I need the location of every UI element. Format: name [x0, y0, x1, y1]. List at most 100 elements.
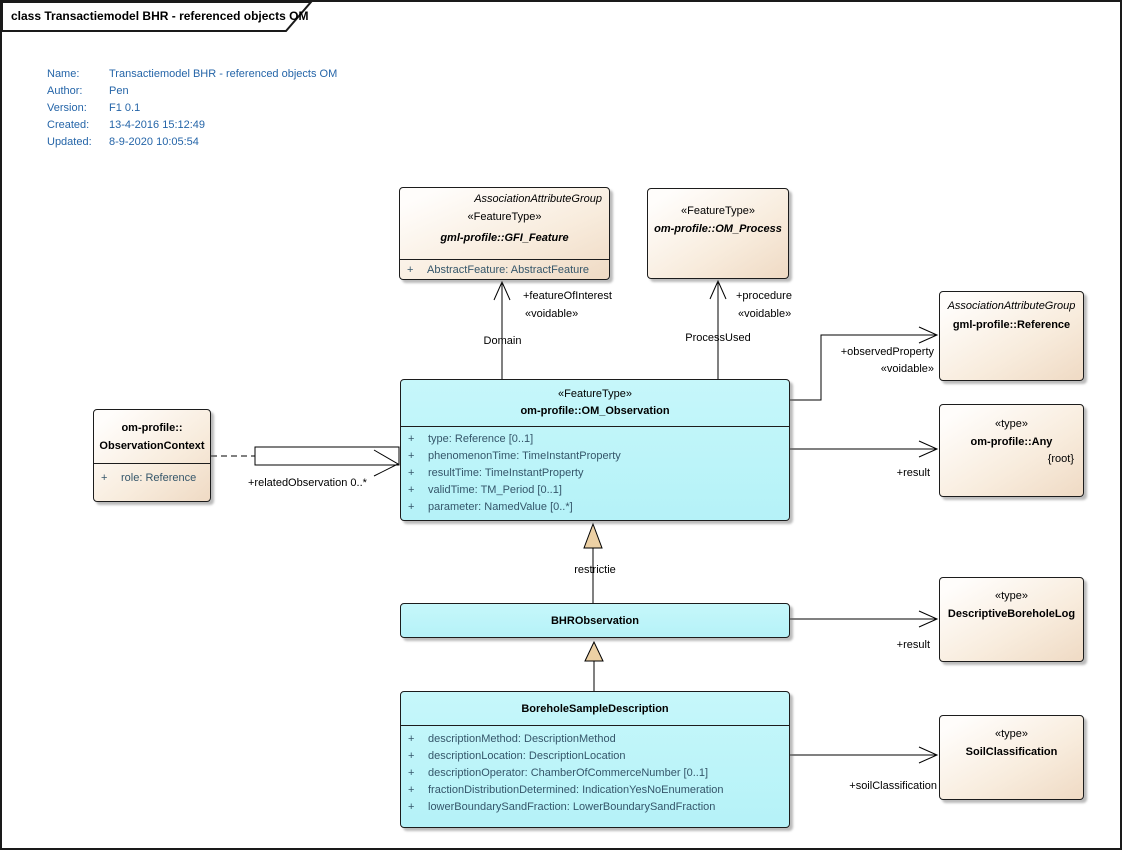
qualifier-box — [254, 446, 400, 466]
attribute-row: + resultTime: TimeInstantProperty — [401, 465, 789, 482]
label-feature-of-interest-stereotype: «voidable» — [525, 308, 579, 320]
class-group-label: AssociationAttributeGroup — [474, 193, 602, 205]
open-arrowhead — [918, 610, 939, 628]
attribute-text: validTime: TM_Period [0..1] — [428, 484, 562, 496]
label-domain: Domain — [483, 335, 522, 347]
metadata-row: Author: Pen — [47, 83, 337, 100]
stereotype-label: «FeatureType» — [681, 205, 755, 217]
metadata-label: Name: — [47, 68, 80, 80]
class-name: ObservationContext — [99, 440, 205, 452]
class-soil-classification[interactable]: «type» SoilClassification — [939, 715, 1084, 800]
attribute-row: + AbstractFeature: AbstractFeature — [400, 262, 609, 279]
connector-observed-property — [790, 326, 939, 401]
generalization-arrowhead — [584, 640, 604, 662]
class-descriptive-borehole-log[interactable]: «type» DescriptiveBoreholeLog — [939, 577, 1084, 662]
attribute-row: + parameter: NamedValue [0..*] — [401, 499, 789, 516]
generalization-borehole — [584, 640, 604, 691]
class-bhr-observation[interactable]: BHRObservation — [400, 603, 790, 638]
connector-procedure — [709, 279, 727, 379]
attribute-text: fractionDistributionDetermined: Indicati… — [428, 784, 724, 796]
class-gfi-feature[interactable]: AssociationAttributeGroup «FeatureType» … — [399, 187, 610, 280]
stereotype-label: «FeatureType» — [558, 388, 632, 400]
attribute-text: resultTime: TimeInstantProperty — [428, 467, 584, 479]
attribute-row: + phenomenonTime: TimeInstantProperty — [401, 448, 789, 465]
frame-tab — [2, 2, 313, 32]
class-om-process[interactable]: «FeatureType» om-profile::OM_Process — [647, 188, 789, 279]
attribute-text: lowerBoundarySandFraction: LowerBoundary… — [428, 801, 716, 813]
visibility-marker: + — [408, 767, 415, 779]
visibility-marker: + — [408, 433, 415, 445]
attribute-text: descriptionOperator: ChamberOfCommerceNu… — [428, 767, 708, 779]
class-name: om-profile:: — [121, 422, 183, 434]
class-name: gml-profile::Reference — [952, 319, 1071, 331]
class-name: om-profile::Any — [970, 436, 1053, 448]
class-name: om-profile::OM_Observation — [520, 405, 670, 417]
stereotype-label: «FeatureType» — [467, 211, 542, 223]
stereotype-label: «type» — [994, 728, 1029, 740]
class-name: BoreholeSampleDescription — [521, 702, 669, 715]
open-arrowhead — [709, 279, 727, 300]
metadata-row: Updated: 8-9-2020 10:05:54 — [47, 134, 337, 151]
class-borehole-sample-description[interactable]: BoreholeSampleDescription + descriptionM… — [400, 691, 790, 828]
metadata-value: 13-4-2016 15:12:49 — [109, 119, 206, 131]
metadata-row: Created: 13-4-2016 15:12:49 — [47, 117, 337, 134]
diagram-title: class Transactiemodel BHR - referenced o… — [11, 9, 309, 23]
class-group-label: AssociationAttributeGroup — [947, 300, 1076, 312]
attribute-text: type: Reference [0..1] — [428, 433, 534, 445]
attribute-text: phenomenonTime: TimeInstantProperty — [428, 450, 621, 462]
class-constraint: {root} — [1047, 453, 1074, 465]
visibility-marker: + — [407, 264, 414, 276]
metadata-label: Author: — [47, 85, 83, 97]
visibility-marker: + — [408, 750, 415, 762]
class-observation-context[interactable]: om-profile:: ObservationContext + role: … — [93, 409, 211, 502]
metadata-row: Version: F1 0.1 — [47, 100, 337, 117]
stereotype-label: «type» — [994, 418, 1029, 430]
class-name: DescriptiveBoreholeLog — [947, 608, 1076, 620]
stereotype-label: «type» — [994, 590, 1029, 602]
label-feature-of-interest-role: +featureOfInterest — [523, 290, 612, 302]
label-restrictie: restrictie — [574, 564, 616, 576]
label-observed-property-stereotype: «voidable» — [880, 363, 934, 375]
visibility-marker: + — [408, 484, 415, 496]
attribute-text: AbstractFeature: AbstractFeature — [427, 264, 590, 276]
open-arrowhead — [493, 280, 511, 301]
class-name: gml-profile::GFI_Feature — [440, 232, 569, 244]
metadata-value: F1 0.1 — [109, 102, 141, 114]
open-arrowhead — [918, 746, 939, 764]
label-result-log: +result — [896, 639, 930, 651]
visibility-marker: + — [408, 784, 415, 796]
visibility-marker: + — [408, 450, 415, 462]
label-observed-property-role: +observedProperty — [840, 346, 934, 358]
connector-result-log — [790, 610, 939, 628]
visibility-marker: + — [408, 801, 415, 813]
generalization-restrictie — [583, 522, 603, 603]
metadata-value: Pen — [109, 85, 129, 97]
connector-feature-of-interest — [493, 280, 511, 379]
attribute-text: role: Reference — [121, 472, 197, 484]
attribute-row: + role: Reference — [94, 470, 210, 487]
class-reference[interactable]: AssociationAttributeGroup gml-profile::R… — [939, 291, 1084, 381]
attribute-row: + descriptionOperator: ChamberOfCommerce… — [401, 765, 789, 782]
class-any[interactable]: «type» om-profile::Any {root} — [939, 404, 1084, 497]
attribute-row: + lowerBoundarySandFraction: LowerBounda… — [401, 799, 789, 816]
metadata-label: Version: — [47, 102, 87, 114]
attribute-row: + type: Reference [0..1] — [401, 431, 789, 448]
metadata-value: Transactiemodel BHR - referenced objects… — [109, 68, 338, 80]
connector-result-any — [790, 440, 939, 458]
class-om-observation[interactable]: «FeatureType» om-profile::OM_Observation… — [400, 379, 790, 521]
open-arrowhead — [918, 326, 939, 344]
attribute-row: + fractionDistributionDetermined: Indica… — [401, 782, 789, 799]
attribute-row: + descriptionLocation: DescriptionLocati… — [401, 748, 789, 765]
open-arrowhead — [373, 449, 400, 477]
open-arrowhead — [918, 440, 939, 458]
connector-related-observation — [211, 446, 400, 477]
visibility-marker: + — [408, 467, 415, 479]
class-name: BHRObservation — [550, 614, 640, 627]
visibility-marker: + — [408, 733, 415, 745]
attribute-row: + descriptionMethod: DescriptionMethod — [401, 731, 789, 748]
label-procedure-role: +procedure — [736, 290, 792, 302]
class-name: om-profile::OM_Process — [654, 223, 782, 235]
metadata-value: 8-9-2020 10:05:54 — [109, 136, 199, 148]
